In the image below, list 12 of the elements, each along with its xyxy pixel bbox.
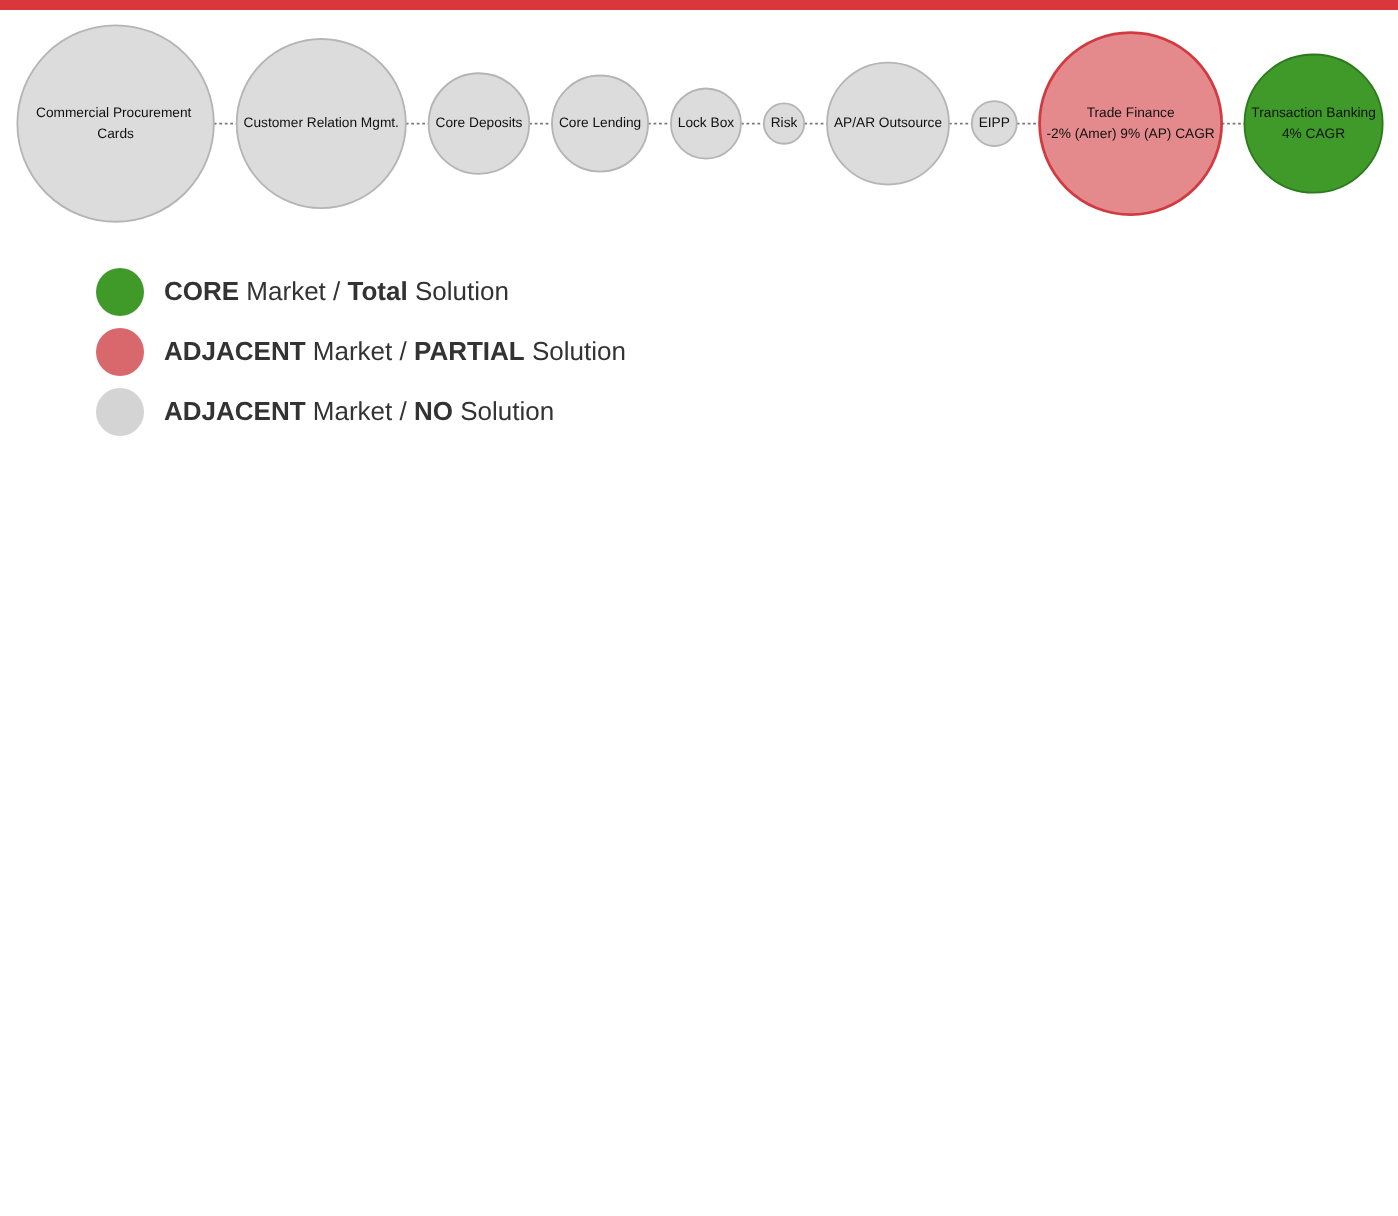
connector (947, 122, 972, 125)
connector (1014, 122, 1040, 125)
connector (739, 122, 764, 125)
connector (646, 122, 671, 125)
legend-text: ADJACENT Market / PARTIAL Solution (164, 336, 626, 367)
connector (802, 122, 827, 125)
connector (527, 122, 552, 125)
connector (211, 122, 237, 125)
legend-text: ADJACENT Market / NO Solution (164, 396, 555, 427)
legend-text: CORE Market / Total Solution (164, 276, 509, 307)
connector (403, 122, 429, 125)
connector (1219, 122, 1245, 125)
